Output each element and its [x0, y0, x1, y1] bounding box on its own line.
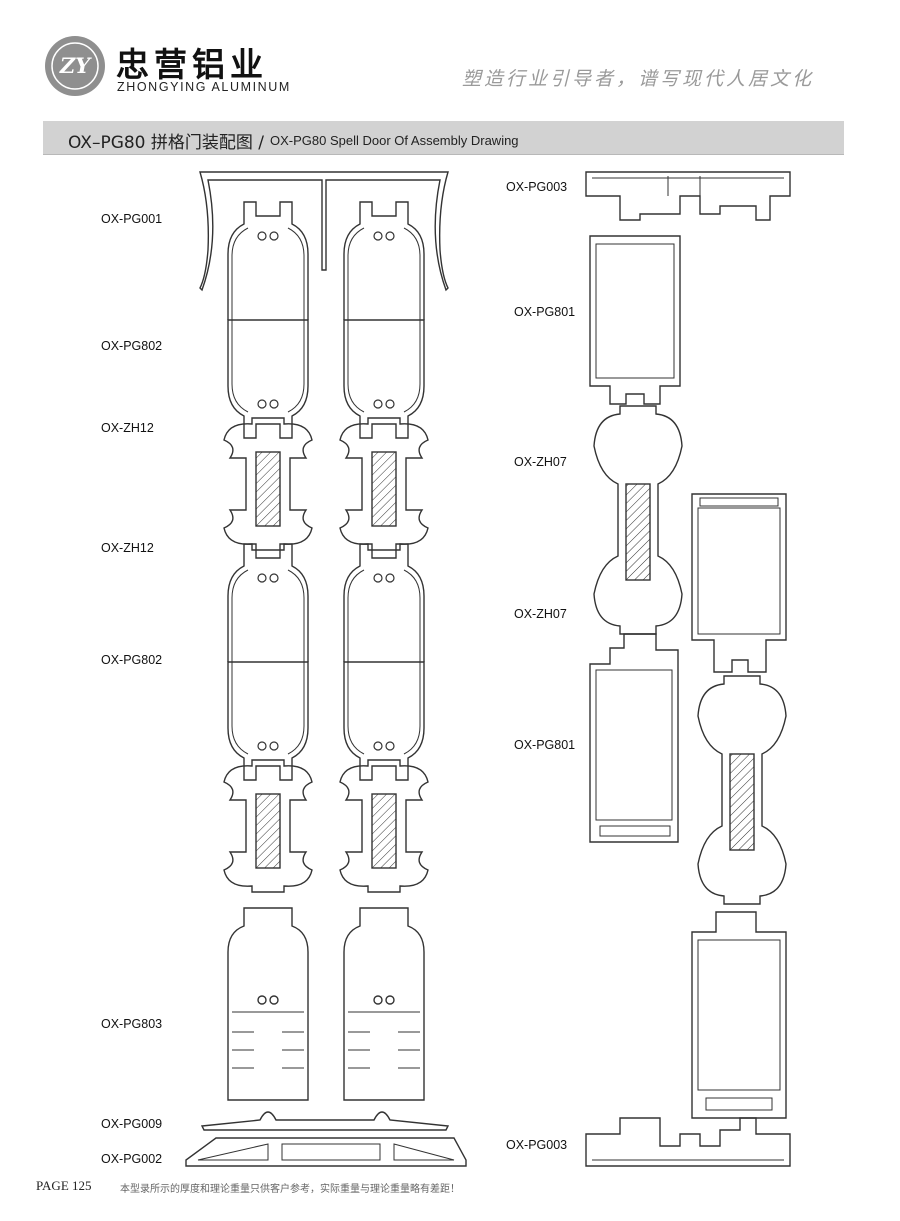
title-bar	[43, 121, 844, 155]
page-title: OX–PG80 拼格门装配图 /	[68, 133, 265, 153]
part-label: OX-ZH12	[101, 421, 154, 435]
part-label: OX-PG003	[506, 180, 568, 194]
part-label: OX-PG002	[101, 1152, 163, 1166]
part-label: OX-PG801	[514, 305, 576, 319]
logo-letters: ZY	[59, 53, 92, 78]
part-label: OX-PG001	[101, 212, 163, 226]
part-label: OX-ZH07	[514, 455, 567, 469]
page-subtitle: OX-PG80 Spell Door Of Assembly Drawing	[270, 133, 519, 148]
part-label: OX-ZH12	[101, 541, 154, 555]
brand-name-cn: 忠营铝业	[116, 45, 268, 84]
brand-name-en: ZHONGYING ALUMINUM	[117, 80, 291, 94]
part-label: OX-PG801	[514, 738, 576, 752]
part-label: OX-PG803	[101, 1017, 163, 1031]
logo-icon: ZY	[45, 36, 105, 96]
footer-note: 本型录所示的厚度和理论重量只供客户参考，实际重量与理论重量略有差距！	[120, 1184, 460, 1195]
part-label: OX-PG003	[506, 1138, 568, 1152]
part-label: OX-PG802	[101, 339, 163, 353]
slogan: 塑造行业引导者，谱写现代人居文化	[461, 68, 814, 90]
page-number: PAGE 125	[36, 1178, 92, 1193]
part-label: OX-PG802	[101, 653, 163, 667]
part-label: OX-PG009	[101, 1117, 163, 1131]
part-label: OX-ZH07	[514, 607, 567, 621]
